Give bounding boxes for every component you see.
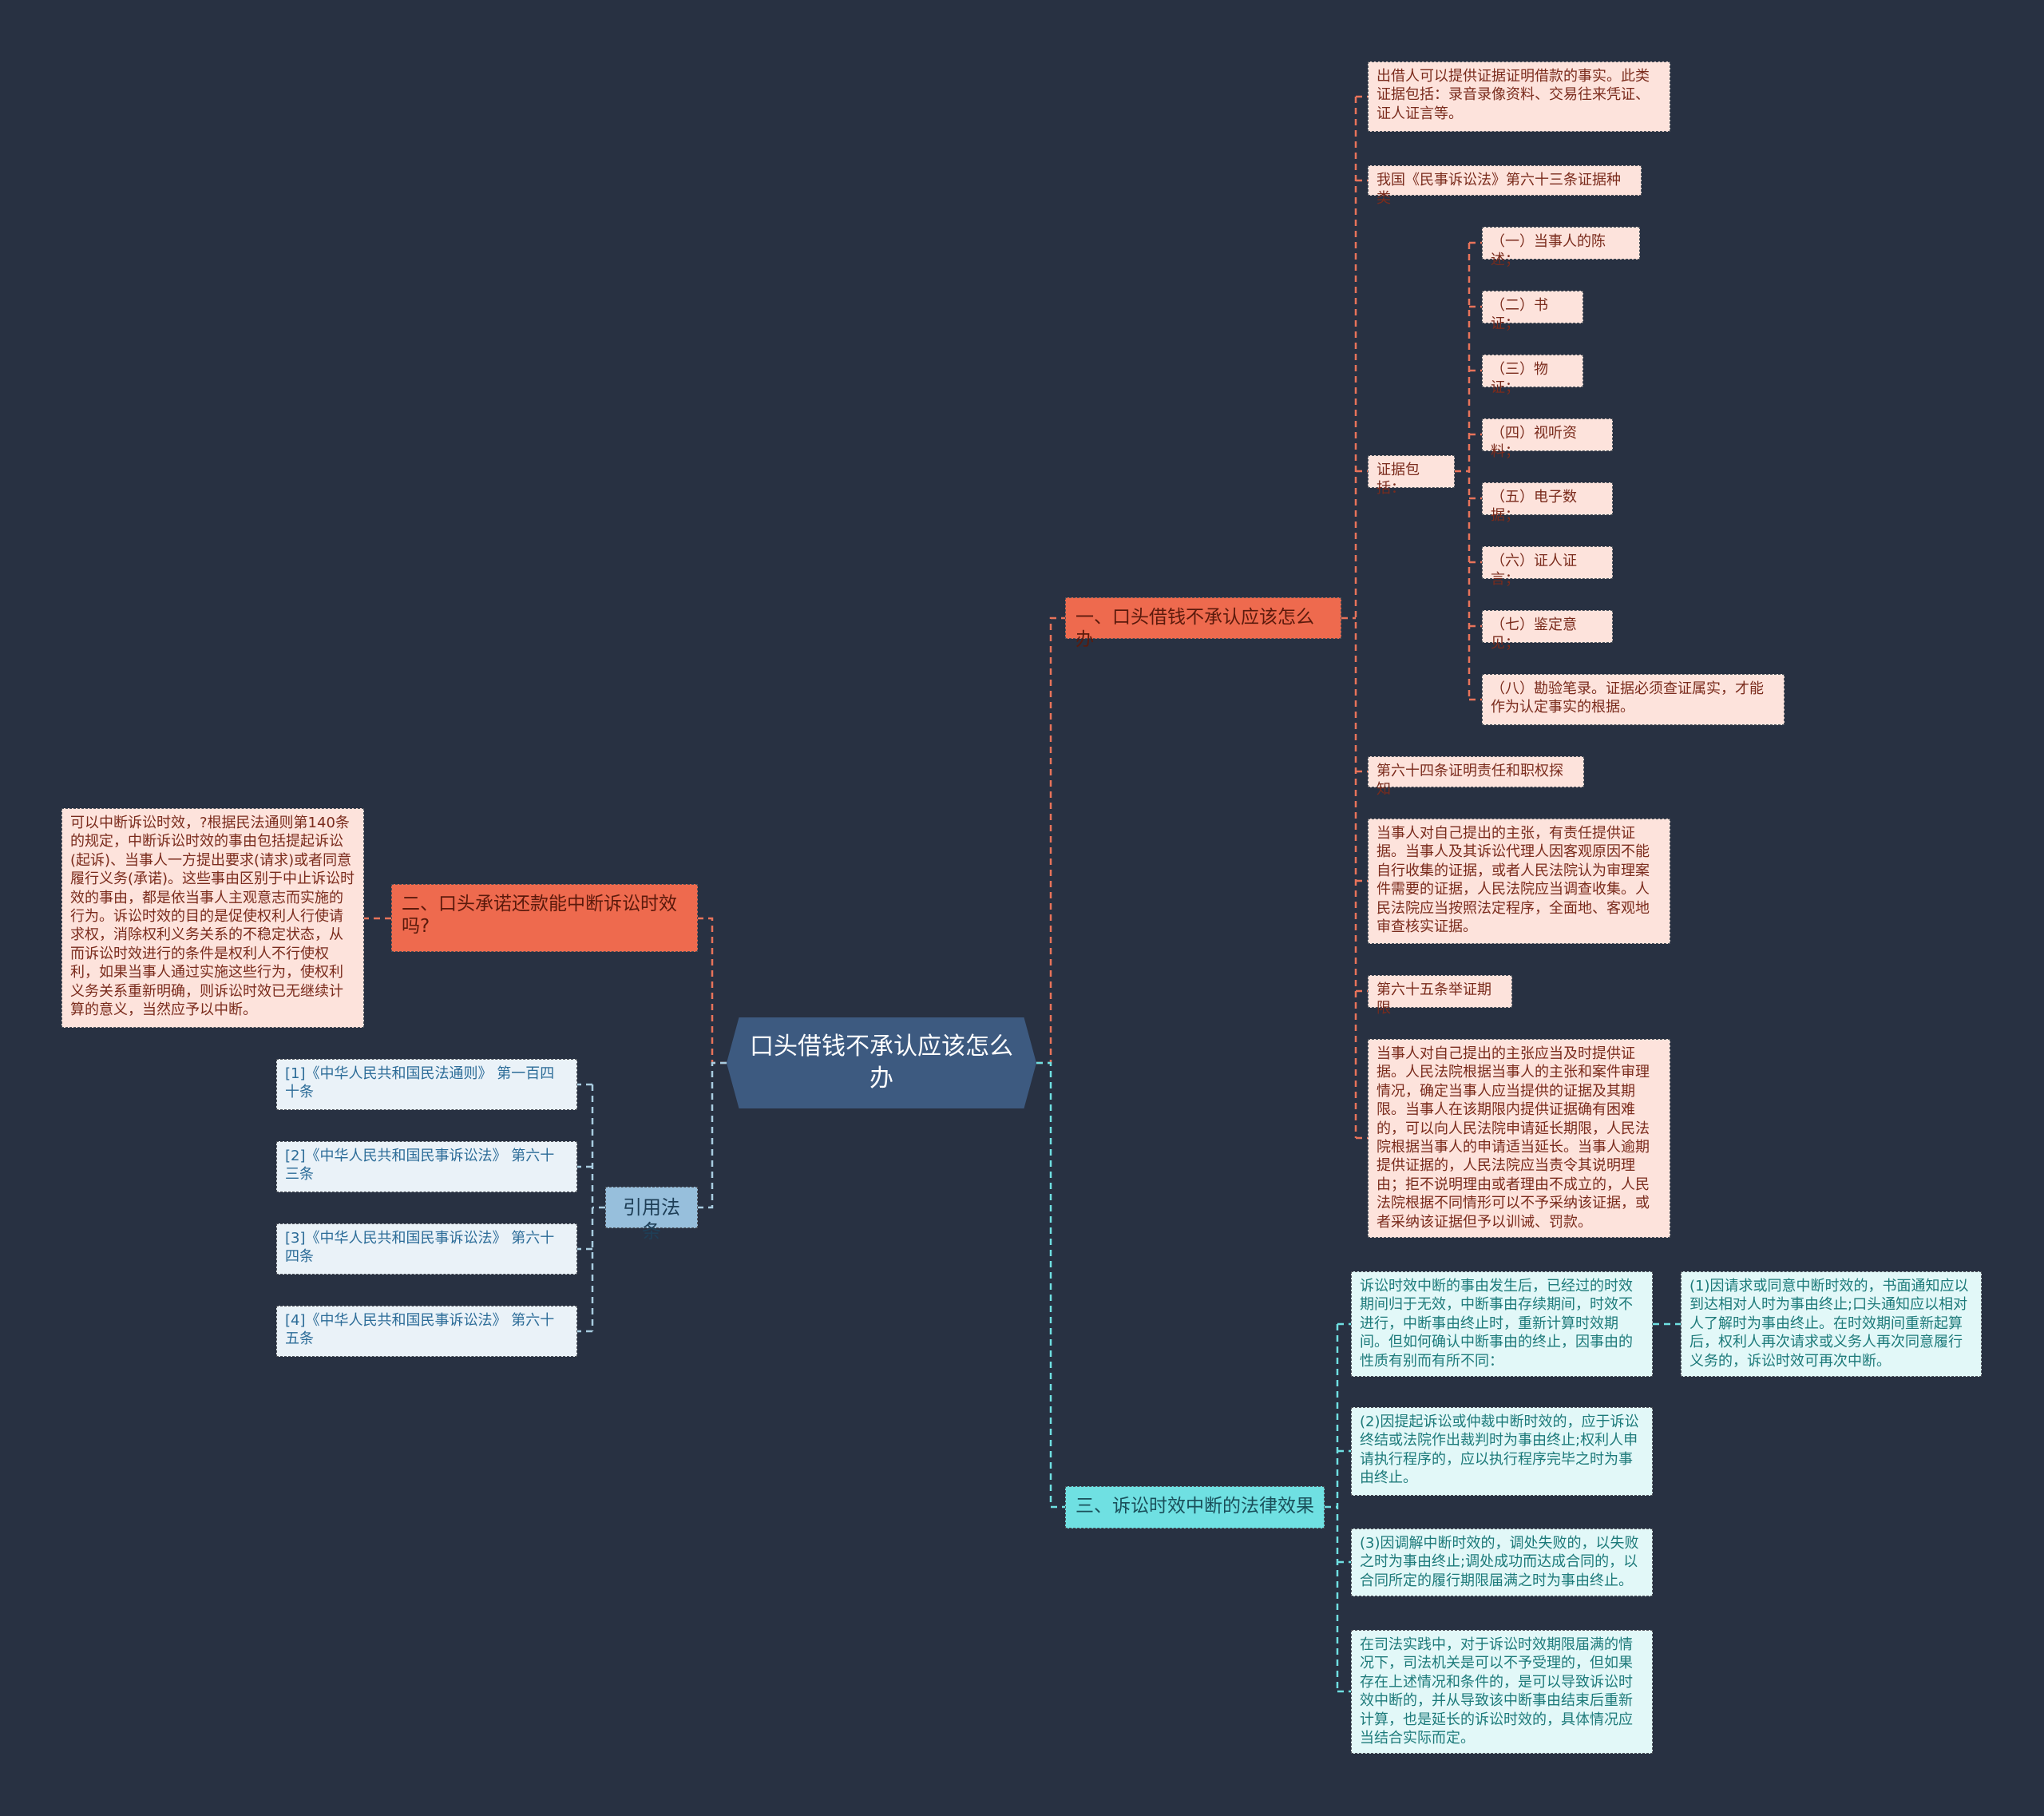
branch-2-text-node[interactable]: 可以中断诉讼时效，?根据民法通则第140条的规定，中断诉讼时效的事由包括提起诉讼…	[61, 808, 364, 1028]
article-64-text-node[interactable]: 当事人对自己提出的主张，有责任提供证据。当事人及其诉讼代理人因客观原因不能自行收…	[1368, 819, 1670, 944]
evidence-type-3[interactable]: （三）物证；	[1482, 355, 1583, 396]
evidence-fact-node[interactable]: 出借人可以提供证据证明借款的事实。此类证据包括：录音录像资料、交易往来凭证、证人…	[1368, 61, 1670, 132]
article-64-title-node[interactable]: 第六十四条证明责任和职权探知	[1368, 756, 1584, 798]
citation-item-3[interactable]: [3]《中华人民共和国民事诉讼法》 第六十四条	[276, 1223, 577, 1275]
interruption-case-1-node[interactable]: (1)因请求或同意中断时效的，书面通知应以到达相对人时为事由终止;口头通知应以相…	[1681, 1271, 1982, 1377]
evidence-type-1[interactable]: （一）当事人的陈述；	[1482, 227, 1640, 268]
article-65-title-node[interactable]: 第六十五条举证期限	[1368, 975, 1512, 1017]
interruption-case-2-node[interactable]: (2)因提起诉讼或仲裁中断时效的，应于诉讼终结或法院作出裁判时为事由终止;权利人…	[1351, 1407, 1653, 1496]
citation-item-4[interactable]: [4]《中华人民共和国民事诉讼法》 第六十五条	[276, 1306, 577, 1357]
interruption-intro-node[interactable]: 诉讼时效中断的事由发生后，已经过的时效期间归于无效，中断事由存续期间，时效不进行…	[1351, 1271, 1653, 1377]
article-63-title-node[interactable]: 我国《民事诉讼法》第六十三条证据种类	[1368, 165, 1642, 207]
root-topic[interactable]: 口头借钱不承认应该怎么办	[727, 1017, 1036, 1108]
citation-item-2[interactable]: [2]《中华人民共和国民事诉讼法》 第六十三条	[276, 1141, 577, 1192]
evidence-type-6[interactable]: （六）证人证言；	[1482, 546, 1613, 588]
branch-3-topic[interactable]: 三、诉讼时效中断的法律效果	[1065, 1486, 1325, 1529]
branch-2-topic[interactable]: 二、口头承诺还款能中断诉讼时效吗?	[391, 884, 698, 952]
evidence-type-2[interactable]: （二）书证；	[1482, 291, 1583, 332]
evidence-includes-node[interactable]: 证据包括：	[1368, 455, 1455, 497]
judicial-practice-node[interactable]: 在司法实践中，对于诉讼时效期限届满的情况下，司法机关是可以不予受理的，但如果存在…	[1351, 1630, 1653, 1754]
evidence-type-5[interactable]: （五）电子数据；	[1482, 482, 1613, 524]
root-topic-label: 口头借钱不承认应该怎么办	[750, 1033, 1013, 1092]
citation-item-1[interactable]: [1]《中华人民共和国民法通则》 第一百四十条	[276, 1059, 577, 1110]
article-65-text-node[interactable]: 当事人对自己提出的主张应当及时提供证据。人民法院根据当事人的主张和案件审理情况，…	[1368, 1039, 1670, 1238]
interruption-case-3-node[interactable]: (3)因调解中断时效的，调处失败的，以失败之时为事由终止;调处成功而达成合同的，…	[1351, 1529, 1653, 1596]
evidence-type-8[interactable]: （八）勘验笔录。证据必须查证属实，才能作为认定事实的根据。	[1482, 674, 1785, 725]
branch-1-topic[interactable]: 一、口头借钱不承认应该怎么办	[1065, 597, 1341, 650]
evidence-type-4[interactable]: （四）视听资料；	[1482, 418, 1613, 460]
evidence-type-7[interactable]: （七）鉴定意见；	[1482, 610, 1613, 652]
citations-topic[interactable]: 引用法条	[605, 1187, 698, 1243]
